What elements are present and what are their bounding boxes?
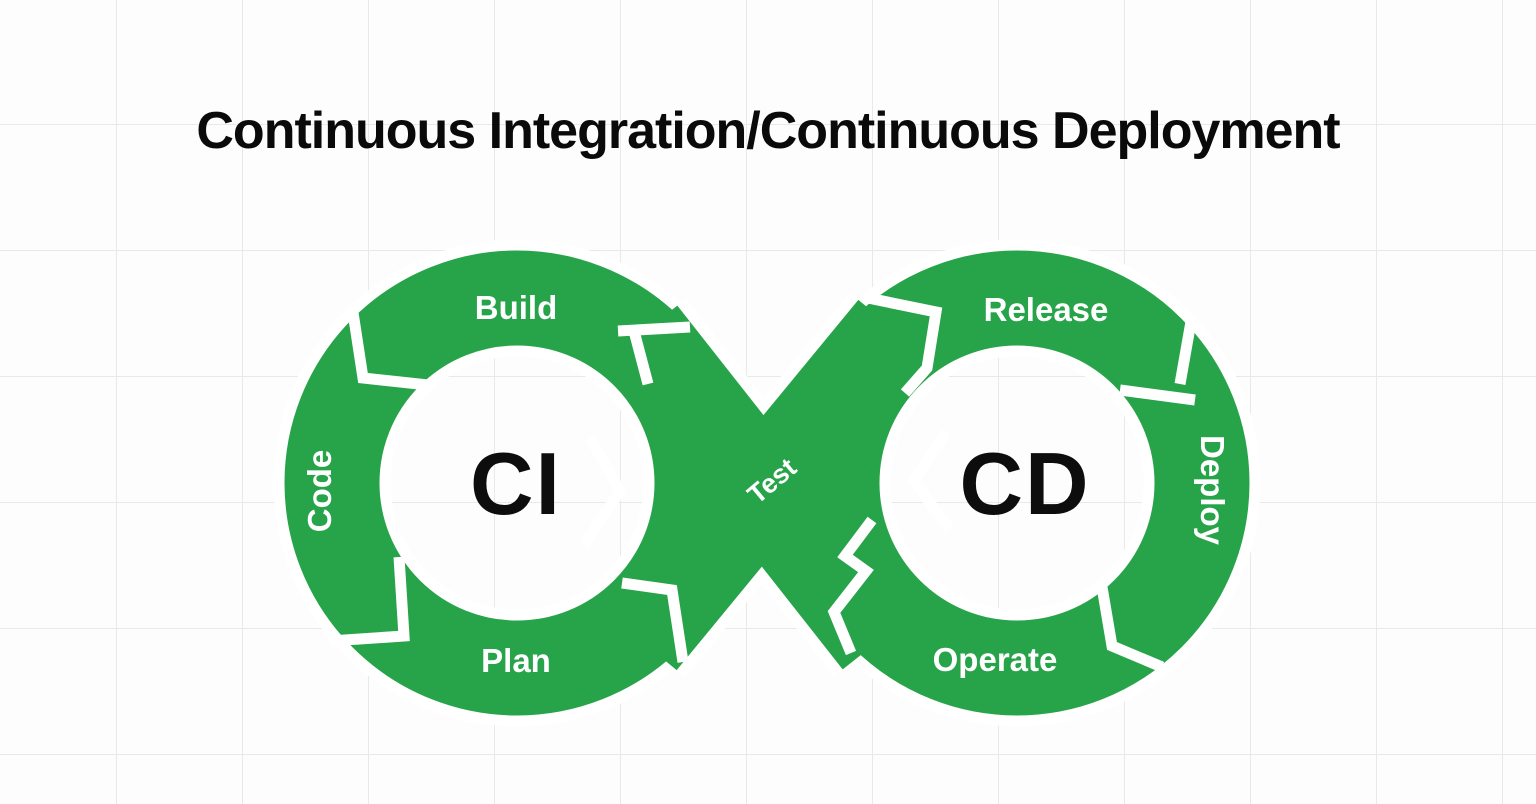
ci-label: CI xyxy=(470,434,562,533)
segment-gap-notches xyxy=(329,292,1198,673)
stage-deploy-label: Deploy xyxy=(1194,435,1231,546)
cd-label: CD xyxy=(959,434,1090,533)
infinity-green-ribbon xyxy=(284,250,1250,716)
stage-build-label: Build xyxy=(475,289,557,326)
right-loop-ring xyxy=(784,250,1250,716)
stage-code-label: Code xyxy=(301,450,338,533)
stage-release-label: Release xyxy=(984,291,1109,328)
page-title: Continuous Integration/Continuous Deploy… xyxy=(196,102,1340,160)
crossing-band-test xyxy=(603,299,932,671)
stage-operate-label: Operate xyxy=(933,641,1058,678)
stage-plan-label: Plan xyxy=(481,642,551,679)
